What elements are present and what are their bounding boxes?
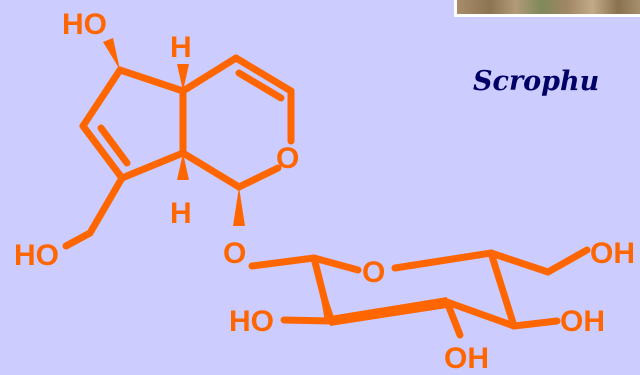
bond-c1p-ring-o — [310, 254, 362, 274]
bond-c5-c6 — [116, 66, 187, 95]
bond-c4p-oh — [510, 317, 561, 330]
wedge-c6-oh — [103, 38, 120, 70]
bond-c1-c9 — [179, 149, 243, 191]
bond-c8-c10 — [86, 174, 126, 237]
bond-c8-c9 — [118, 149, 187, 182]
plant-photo — [454, 0, 640, 17]
atom-ho-left: HO — [14, 239, 59, 272]
bond-c6p-oh — [544, 246, 591, 276]
bond-o-glycosidic-c1p — [248, 254, 318, 270]
wedge-c1-o — [233, 187, 245, 226]
plant-name-caption: Scrophu — [473, 66, 600, 97]
bond-c5-c4 — [179, 54, 240, 95]
wedge-c2p-c3p — [330, 297, 447, 326]
atom-o-glycosidic: O — [223, 237, 246, 270]
bond-ring-o-c5p — [391, 249, 495, 272]
bond-c7-c8-double — [97, 124, 131, 167]
bond-c6-c7 — [79, 66, 124, 130]
wedge-c9-h — [177, 153, 189, 180]
bond-c4-c3-double — [235, 69, 285, 102]
atom-oh-bottom: OH — [444, 342, 489, 375]
atom-oh-right: OH — [590, 237, 635, 270]
atom-h-lower: H — [170, 197, 192, 230]
bond-c5p-c6p — [487, 249, 552, 276]
wedge-c5-h — [177, 64, 189, 91]
bond-c4-c3 — [232, 54, 295, 95]
bond-c3p-c4p — [443, 298, 518, 330]
bond-o2-c1 — [235, 164, 282, 191]
atom-o-sugar-ring: O — [362, 256, 385, 289]
bond-c3p-oh — [443, 298, 464, 339]
atom-oh-sugar-right: OH — [560, 305, 605, 338]
bond-c7-c8 — [79, 122, 126, 182]
bond-c10-oh — [62, 229, 94, 250]
atom-ho-sugar: HO — [229, 305, 274, 338]
atom-ho-top: HO — [62, 8, 107, 41]
wedge-c1p-c2p — [314, 258, 335, 322]
bond-c2p-oh — [280, 316, 334, 325]
atom-o-ring: O — [276, 142, 299, 175]
atom-h-upper: H — [170, 31, 192, 64]
bond-c5p-c4p — [487, 249, 518, 330]
